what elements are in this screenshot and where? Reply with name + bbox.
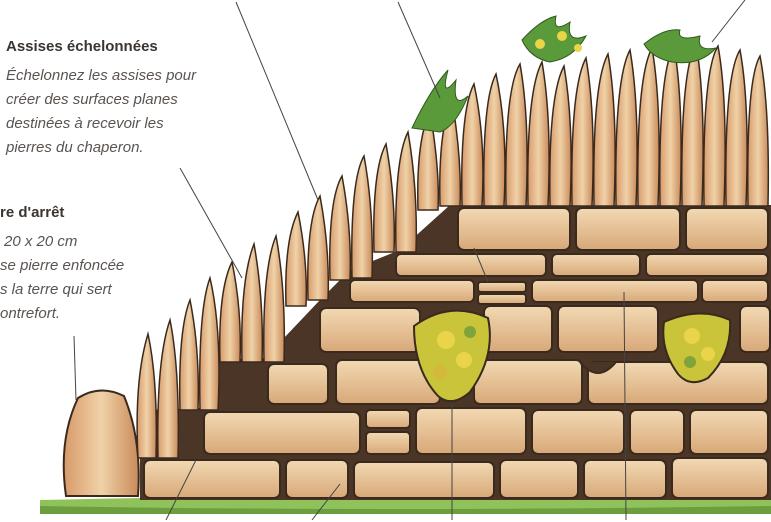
assises-line-3: destinées à recevoir les bbox=[6, 112, 196, 136]
label-assises-echelonnees: Assises échelonnées bbox=[0, 38, 158, 55]
assises-line-2: créer des surfaces planes bbox=[6, 88, 196, 112]
pierre-arret-title: re d'arrêt bbox=[0, 204, 64, 221]
assises-line-4: pierres du chaperon. bbox=[6, 136, 196, 160]
assises-line-1: Échelonnez les assises pour bbox=[6, 64, 196, 88]
pierre-arret-line-4: ontrefort. bbox=[0, 302, 124, 326]
pierre-arret-description: 20 x 20 cm se pierre enfoncée s la terre… bbox=[0, 230, 124, 326]
assises-title: Assises échelonnées bbox=[0, 38, 158, 55]
label-pierre-arret: re d'arrêt bbox=[0, 204, 64, 221]
assises-description: Échelonnez les assises pour créer des su… bbox=[6, 64, 196, 160]
pierre-arret-line-3: s la terre qui sert bbox=[0, 278, 124, 302]
pierre-arret-line-1: 20 x 20 cm bbox=[0, 230, 124, 254]
buttress-stone bbox=[64, 390, 139, 496]
pierre-arret-line-2: se pierre enfoncée bbox=[0, 254, 124, 278]
